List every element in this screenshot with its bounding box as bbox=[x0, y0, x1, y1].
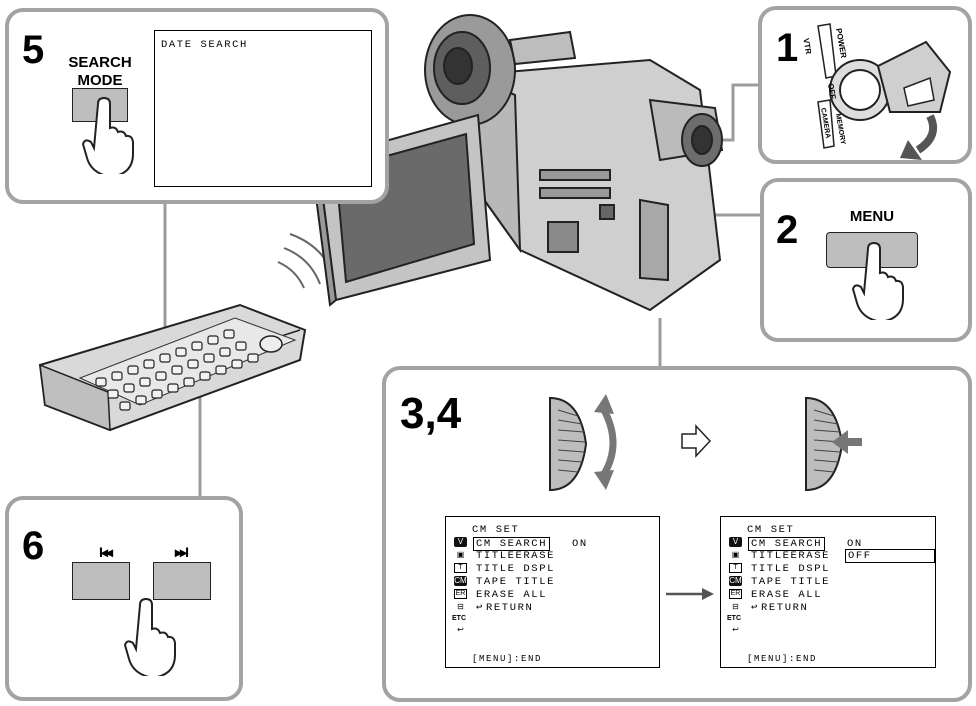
menu-item-title-dspl[interactable]: TITLE DSPL bbox=[476, 563, 556, 575]
menu-item-return-arrow: ↩ bbox=[476, 602, 484, 614]
off-label: OFF bbox=[825, 82, 838, 100]
cm-icon: CM bbox=[454, 576, 467, 586]
menu-footer: [MENU]:END bbox=[472, 654, 543, 664]
option-on[interactable]: ON bbox=[847, 538, 863, 550]
arrow-right-icon bbox=[681, 424, 712, 458]
finger-press-icon bbox=[123, 597, 176, 676]
menu-item-return[interactable]: RETURN bbox=[761, 602, 809, 614]
step6-number: 6 bbox=[22, 524, 45, 568]
menu-title: CM SET bbox=[472, 524, 520, 536]
finger-press-icon bbox=[81, 96, 134, 174]
menu-item-return[interactable]: RETURN bbox=[486, 602, 534, 614]
return-icon: ↩ bbox=[732, 625, 739, 634]
menu-title: CM SET bbox=[747, 524, 795, 536]
date-search-screen: DATE SEARCH bbox=[154, 30, 372, 187]
skip-forward-icon: ▸▸I bbox=[175, 544, 189, 560]
tape-icon: ▣ bbox=[731, 550, 740, 559]
menu-label: MENU bbox=[849, 208, 895, 225]
title-icon: T bbox=[729, 563, 742, 573]
menu-item-erase-all[interactable]: ERASE ALL bbox=[751, 589, 823, 601]
step5-number: 5 bbox=[22, 28, 45, 72]
menu-item-cm-search[interactable]: CM SEARCH bbox=[473, 537, 551, 551]
erase-icon: ER bbox=[729, 589, 742, 599]
etc-icon: ETC bbox=[727, 615, 741, 622]
arrow-right-icon bbox=[666, 588, 714, 600]
menu-item-tape-title[interactable]: TAPE TITLE bbox=[476, 576, 556, 588]
video-icon: V bbox=[454, 537, 467, 547]
menu-item-title-dspl[interactable]: TITLE DSPL bbox=[751, 563, 831, 575]
skip-forward-button[interactable] bbox=[153, 562, 211, 600]
menu-item-return-arrow: ↩ bbox=[751, 602, 759, 614]
remote-control-icon bbox=[38, 303, 307, 432]
step1-number: 1 bbox=[776, 26, 799, 70]
option-off[interactable]: OFF bbox=[845, 549, 935, 563]
video-icon: V bbox=[729, 537, 742, 547]
finger-press-icon bbox=[851, 241, 904, 320]
menu-item-cm-search-value: ON bbox=[572, 538, 588, 550]
search-mode-label: SEARCH MODE bbox=[68, 54, 132, 89]
etc-icon: ETC bbox=[452, 615, 466, 622]
toolbox-icon: ⊟ bbox=[457, 602, 464, 611]
step2-number: 2 bbox=[776, 208, 799, 252]
menu-item-titleerase[interactable]: TITLEERASE bbox=[476, 550, 556, 562]
control-dial-icon bbox=[805, 396, 862, 492]
skip-back-icon: I◂◂ bbox=[99, 544, 113, 560]
menu-screen-right: CM SET V ▣ T CM ER ⊟ ETC ↩ CM SEARCH ON … bbox=[720, 516, 936, 668]
menu-screen-left: CM SET V ▣ T CM ER ⊟ ETC ↩ CM SEARCH ON … bbox=[445, 516, 660, 668]
control-dial-icon bbox=[549, 394, 617, 492]
return-icon: ↩ bbox=[457, 625, 464, 634]
menu-item-erase-all[interactable]: ERASE ALL bbox=[476, 589, 548, 601]
tape-icon: ▣ bbox=[456, 550, 465, 559]
menu-item-tape-title[interactable]: TAPE TITLE bbox=[751, 576, 831, 588]
toolbox-icon: ⊟ bbox=[732, 602, 739, 611]
cm-icon: CM bbox=[729, 576, 742, 586]
date-search-text: DATE SEARCH bbox=[161, 39, 248, 51]
skip-back-button[interactable] bbox=[72, 562, 130, 600]
step34-number: 3,4 bbox=[400, 389, 462, 438]
title-icon: T bbox=[454, 563, 467, 573]
erase-icon: ER bbox=[454, 589, 467, 599]
menu-item-titleerase[interactable]: TITLEERASE bbox=[751, 550, 831, 562]
menu-footer: [MENU]:END bbox=[747, 654, 818, 664]
power-dial-icon bbox=[817, 23, 952, 160]
menu-item-cm-search[interactable]: CM SEARCH bbox=[748, 537, 826, 551]
